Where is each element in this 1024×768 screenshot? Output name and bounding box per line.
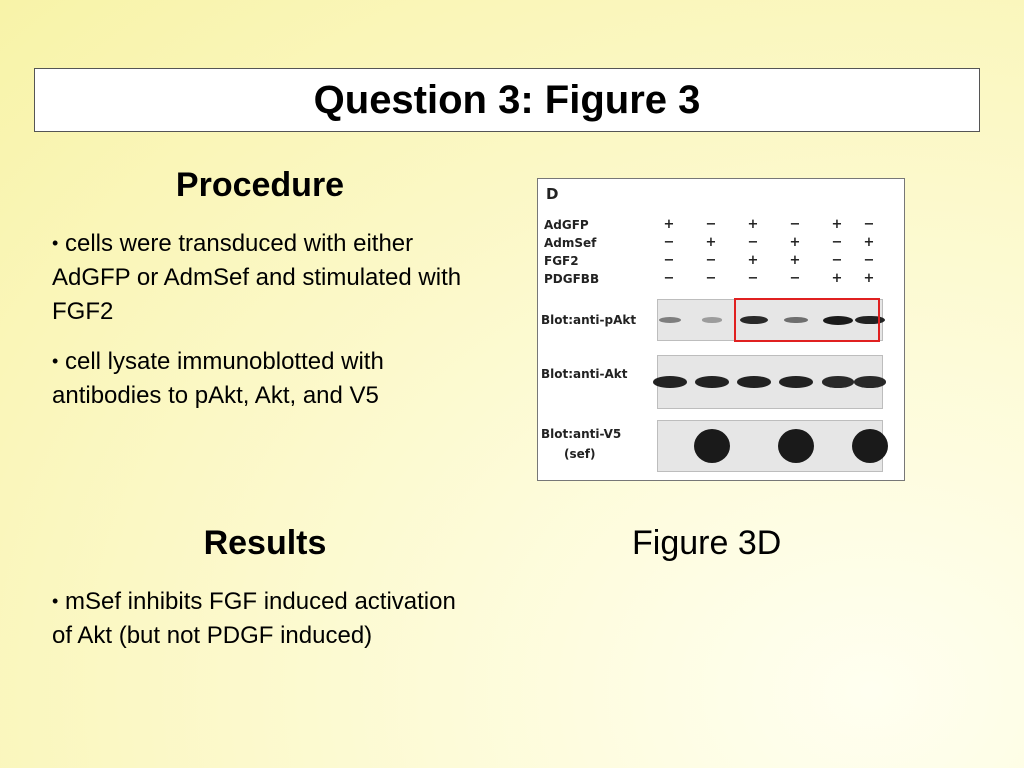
procedure-heading: Procedure — [175, 166, 345, 204]
condition-sign: − — [863, 217, 875, 232]
blot-label: Blot:anti-pAkt — [541, 313, 637, 327]
condition-sign: − — [705, 271, 717, 286]
blot-label: Blot:anti-Akt — [541, 367, 628, 381]
bullet-dot: • — [52, 351, 59, 371]
procedure-bullet-1: • cells were transduced with either AdGF… — [52, 226, 482, 329]
blot-band — [778, 429, 814, 463]
condition-sign: − — [663, 235, 675, 250]
condition-sign: + — [863, 235, 875, 250]
bullet-dot: • — [52, 591, 59, 611]
results-bullet-1: • mSef inhibits FGF induced activation o… — [52, 584, 472, 653]
condition-sign: + — [705, 235, 717, 250]
blot-label: Blot:anti-V5 — [541, 427, 622, 441]
blot-strip — [657, 299, 885, 341]
results-heading: Results — [203, 524, 327, 562]
condition-sign: − — [831, 235, 843, 250]
condition-sign: − — [831, 253, 843, 268]
slide-title: Question 3: Figure 3 — [313, 77, 701, 122]
condition-sign: + — [747, 253, 759, 268]
blot-band — [695, 376, 729, 388]
condition-sign: + — [747, 217, 759, 232]
condition-sign: − — [663, 271, 675, 286]
condition-sign: − — [663, 253, 675, 268]
condition-label: AdmSef — [544, 236, 597, 250]
blot-band — [658, 316, 682, 324]
condition-label: AdGFP — [544, 218, 589, 232]
condition-sign: − — [863, 253, 875, 268]
condition-sign: − — [747, 271, 759, 286]
results-bullet-text: mSef inhibits FGF induced activation of … — [52, 588, 456, 649]
blot-band — [653, 376, 687, 388]
blot-band — [855, 315, 885, 325]
condition-sign: + — [863, 271, 875, 286]
condition-sign: + — [789, 235, 801, 250]
blot-band — [737, 376, 771, 388]
condition-label: PDGFBB — [544, 272, 600, 286]
western-blot-figure: D AdGFP + − + − + − AdmSef − + − + − + FGF2 − − + + − − PDGFB… — [537, 178, 905, 481]
condition-sign: + — [831, 217, 843, 232]
blot-band — [784, 316, 808, 324]
bullet-dot: • — [52, 233, 59, 253]
blot-band — [739, 315, 769, 325]
condition-sign: + — [831, 271, 843, 286]
blot-band — [823, 315, 853, 325]
title-box: Question 3: Figure 3 — [34, 68, 980, 132]
blot-sublabel: (sef) — [564, 447, 596, 461]
blot-band — [853, 376, 887, 388]
procedure-bullet-2: • cell lysate immunoblotted with antibod… — [52, 344, 482, 413]
blot-band — [694, 429, 730, 463]
figure-caption: Figure 3D — [632, 524, 782, 562]
highlight-box — [734, 298, 880, 342]
blot-band — [702, 317, 722, 323]
procedure-bullet-text: cells were transduced with either AdGFP … — [52, 230, 462, 325]
condition-sign: − — [705, 253, 717, 268]
blot-strip — [653, 355, 887, 409]
blot-strip — [657, 420, 888, 472]
condition-sign: − — [705, 217, 717, 232]
blot-band — [779, 376, 813, 388]
condition-sign: + — [789, 253, 801, 268]
condition-sign: + — [663, 217, 675, 232]
blot-band — [821, 376, 855, 388]
condition-sign: − — [789, 271, 801, 286]
procedure-bullet-text: cell lysate immunoblotted with antibodie… — [52, 348, 384, 409]
condition-sign: − — [789, 217, 801, 232]
blot-band — [852, 429, 888, 463]
panel-letter: D — [546, 185, 559, 203]
condition-sign: − — [747, 235, 759, 250]
condition-label: FGF2 — [544, 254, 579, 268]
